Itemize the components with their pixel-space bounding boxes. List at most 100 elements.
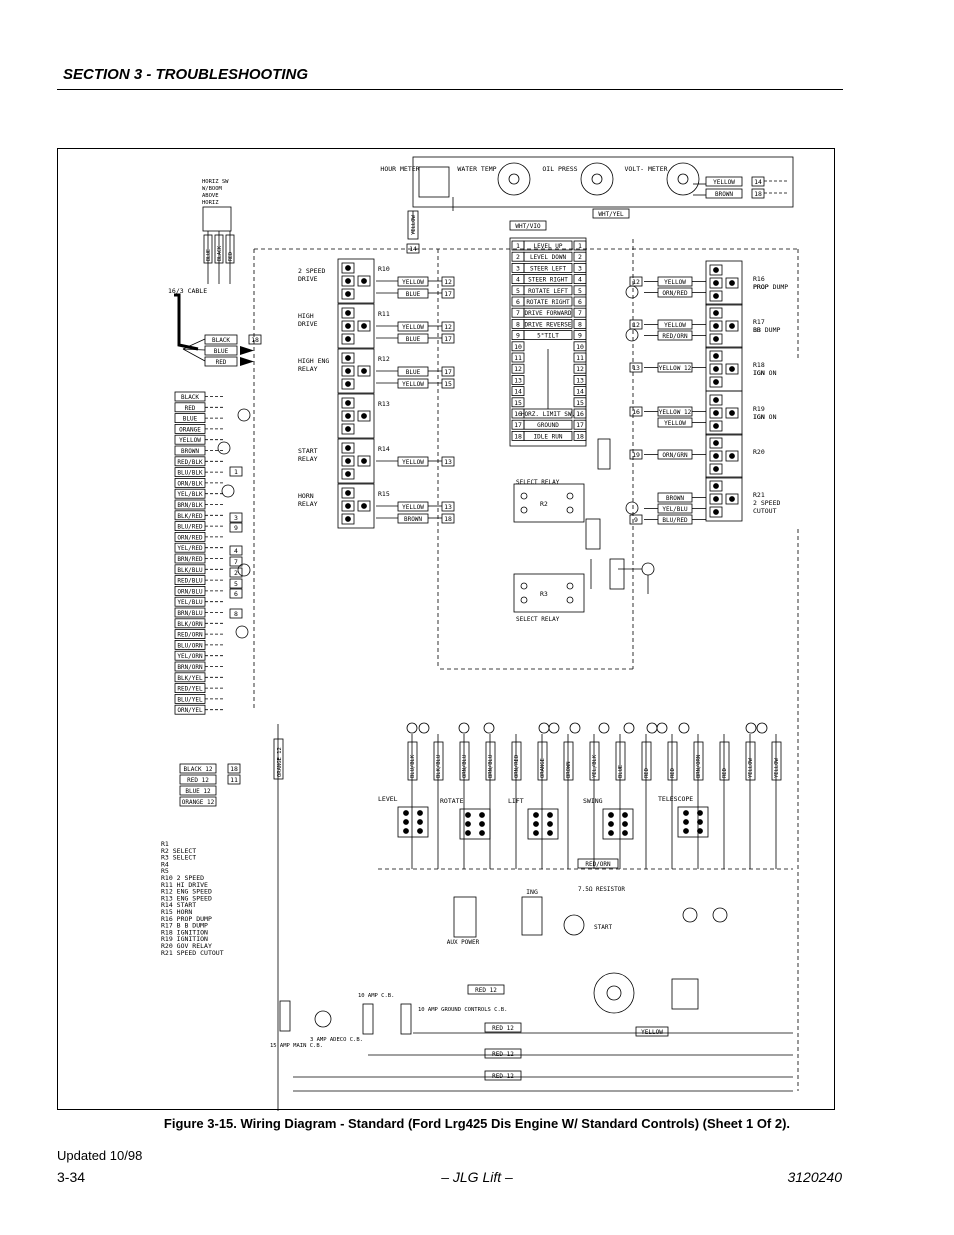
strip-label: 5°TILT (537, 333, 559, 340)
strip-num-right: 7 (578, 309, 582, 317)
wire-14-box (406, 243, 420, 254)
relay-R11-pin-dot (345, 310, 351, 316)
strip-label-tag (523, 263, 573, 273)
valve-pin (608, 812, 614, 818)
relay-coil-marker (625, 501, 639, 515)
relay-label: HORN (298, 492, 314, 500)
strip-num-right: 14 (576, 388, 584, 396)
cable-wire: BLUE 12 (185, 788, 211, 795)
valve-wire-tag (719, 741, 730, 781)
relay-label: HIGH ENG (298, 357, 329, 365)
relay-R21-pin (709, 506, 723, 518)
legend-line: R12 ENG SPEED (161, 888, 212, 896)
cb-10-amp (362, 1003, 374, 1035)
left-wire: BRN/ORN (177, 664, 203, 671)
valve-pin (608, 821, 614, 827)
section-title: SECTION 3 - TROUBLESHOOTING (63, 66, 309, 83)
valve-feed-marker (569, 722, 581, 734)
relay-R14-pin-dot (361, 458, 367, 464)
relay-wire-tag (397, 333, 429, 344)
horiz-switch-label: HORIZ SW (202, 179, 229, 185)
valve-wire-label: BLK/BLU (436, 755, 442, 778)
left-list-num: 4 (234, 547, 238, 555)
relay-R18-pin-dot (729, 366, 735, 372)
strip-label-tag (523, 240, 573, 251)
gauge-label: HOUR METER (380, 165, 419, 173)
right-relay-wire: YEL/BLU (662, 506, 688, 513)
relay-id: R15 (378, 490, 390, 498)
relay-R16-pin (709, 290, 723, 302)
legend-line: R10 2 SPEED (161, 874, 204, 882)
left-list-num-box (229, 556, 243, 567)
valve-pin (697, 828, 703, 834)
left-wire: RED (185, 405, 196, 412)
gauge-label: OIL PRESS (542, 165, 577, 173)
strip-num-right-box (573, 397, 587, 408)
relay-R15-pin (341, 500, 355, 512)
cable-end-red: RED (216, 359, 227, 366)
legend-line: R20 GOV RELAY (161, 942, 212, 950)
relay-wire: YELLOW (402, 459, 424, 466)
strip-num-left: 13 (514, 376, 522, 384)
strip-num-left: 6 (516, 298, 520, 306)
relay-id: R17 (753, 318, 765, 326)
strip-num-left-box (511, 352, 525, 363)
strip-num-left-box (511, 374, 525, 385)
right-relay-wire: YELLOW 12 (659, 409, 692, 416)
horiz-wire-label: RED (228, 252, 234, 261)
valve-pin (533, 830, 539, 836)
valve-wire-label: YELLOW (774, 757, 780, 778)
left-wire: RED/ORN (177, 632, 203, 639)
right-relay-num: 12 (632, 321, 640, 329)
orange-tag (273, 738, 284, 780)
cable-wire: RED 12 (187, 777, 209, 784)
aux-power-label: AUX POWER (447, 939, 480, 946)
valve-pin (547, 830, 553, 836)
valve-label: ROTATE (440, 797, 464, 805)
relay-R17-pin (709, 320, 723, 332)
strip-label: STEER LEFT (530, 265, 567, 272)
strip-num-right: 9 (578, 332, 582, 340)
valve-feed-marker (418, 722, 430, 734)
aux-power-plug (453, 896, 477, 938)
strip-num-right-box (573, 296, 587, 307)
strip-num-left: 2 (516, 253, 520, 261)
strip-num-left-box (511, 397, 525, 408)
top-wire-yellow-tag (705, 176, 743, 187)
left-list-num-box (229, 466, 243, 477)
valve-pin (683, 828, 689, 834)
relay-R12-pin (357, 365, 371, 377)
relay-R14-pin (357, 455, 371, 467)
valve-wire-label: RED (722, 768, 728, 778)
relay-R10-pin-dot (345, 291, 351, 297)
top-wire-num: 18 (754, 190, 762, 198)
relay-R15-body (337, 483, 375, 529)
cable-end-num: 18 (251, 336, 259, 344)
relay-coil-marker (237, 408, 251, 422)
right-relay-wire: BROWN (666, 495, 684, 502)
relay-R17-pin (709, 307, 723, 319)
valve-wire-label: RED (670, 768, 676, 778)
valve-wire-tag (433, 741, 444, 781)
strip-num-right: 10 (576, 343, 584, 351)
relay-R20-pin (725, 450, 739, 462)
strip-num-right: 3 (578, 264, 582, 272)
relay-coil-marker (217, 441, 231, 455)
strip-num-left: 7 (516, 309, 520, 317)
relay-R21-pin (709, 493, 723, 505)
select-relay-label: SELECT RELAY (516, 616, 560, 623)
page-number: 3-34 (57, 1169, 86, 1185)
relay-R13-pin (341, 423, 355, 435)
relay-R13-pin (341, 397, 355, 409)
valve-wire-label: BLUE (618, 765, 624, 778)
valve-feed-marker (656, 722, 668, 734)
strip-label-tag (523, 430, 573, 441)
ing-plug (521, 896, 543, 936)
gauge-label: WATER TEMP (457, 165, 496, 173)
valve-wire-label: YEL/BLK (592, 754, 598, 778)
cable-wire: BLACK 12 (184, 766, 213, 773)
relay-label: IGN ON (753, 369, 777, 377)
wire-tag-vert (597, 438, 611, 470)
relay-R17-pin (725, 320, 739, 332)
